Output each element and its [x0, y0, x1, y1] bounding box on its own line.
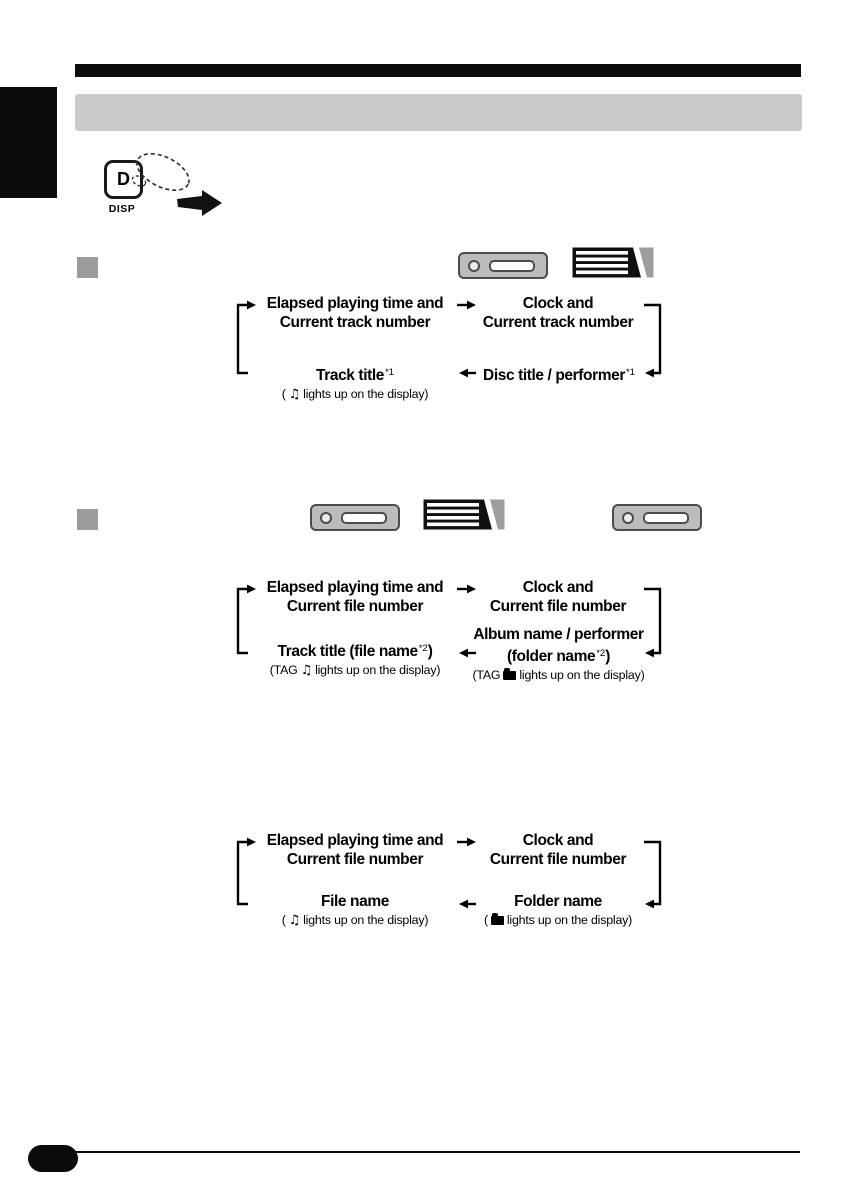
display-cycle-file: Elapsed playing time and Current file nu…	[228, 830, 678, 940]
mode-disc-title: Disc title / performer*1	[471, 363, 647, 385]
text-line: Current track number	[279, 314, 431, 331]
disc-slot-icon	[341, 511, 387, 524]
text-line: lights up on the display)	[506, 913, 633, 927]
mode-note: (TAG lights up on the display)	[250, 662, 460, 679]
disp-key-letter: D	[117, 169, 130, 189]
mode-note: ( lights up on the display)	[473, 912, 643, 929]
text-line: Current track number	[482, 314, 634, 331]
text-line: (	[281, 387, 286, 401]
knob-icon	[468, 259, 480, 272]
text-line: lights up on the display)	[303, 913, 429, 927]
mode-title: Track title*1	[250, 363, 460, 385]
mode-note: (TAG lights up on the display)	[461, 667, 656, 684]
disp-key: D	[104, 160, 143, 199]
text-line: lights up on the display)	[315, 663, 441, 677]
mode-clock: Clock and Current track number	[473, 294, 643, 332]
text-line: Current file number	[489, 851, 627, 868]
text-line: Elapsed playing time and	[266, 832, 444, 849]
disp-key-label: DISP	[108, 203, 136, 215]
mode-title: File name	[250, 892, 460, 911]
mode-title: Folder name	[473, 892, 643, 911]
text-line: (	[483, 913, 488, 927]
folder-icon	[490, 913, 504, 925]
footnote-ref: *2	[418, 643, 428, 654]
mode-note: ( lights up on the display)	[250, 386, 460, 403]
music-note-icon	[301, 662, 312, 679]
folder-icon	[503, 668, 517, 680]
cd-receiver-icon	[458, 252, 548, 279]
finger-press-icon	[131, 152, 190, 192]
cycle-arrows-icon	[236, 584, 662, 658]
text-line: Current file number	[286, 598, 424, 615]
disc-slot-icon	[643, 511, 689, 524]
text-line: Clock and	[522, 295, 594, 312]
footnote-ref: *1	[625, 367, 635, 378]
knob-icon	[320, 511, 332, 524]
mode-elapsed-time: Elapsed playing time and Current file nu…	[250, 578, 460, 616]
text-line: Disc title / performer	[483, 367, 625, 384]
text-line: Clock and	[522, 579, 594, 596]
text-line: (TAG	[269, 663, 298, 677]
display-panel-icon	[572, 247, 654, 278]
mode-track-title-tag: Track title (file name*2) (TAG lights up …	[250, 639, 460, 679]
section-marker	[77, 509, 98, 530]
footer-rule	[52, 1151, 800, 1153]
mode-title-line2: (folder name*2)	[461, 644, 656, 666]
chapter-side-tab	[0, 87, 57, 198]
display-cycle-disc: Elapsed playing time and Current track n…	[228, 293, 678, 415]
top-rule	[75, 64, 801, 77]
display-cycle-mp3: Elapsed playing time and Current file nu…	[228, 577, 678, 695]
mode-track-title: Track title*1 ( lights up on the display)	[250, 363, 460, 403]
mode-elapsed-time: Elapsed playing time and Current file nu…	[250, 831, 460, 869]
text-line: (	[281, 913, 286, 927]
text-line: Elapsed playing time and	[266, 295, 444, 312]
text-line: Current file number	[286, 851, 424, 868]
text-line: Album name / performer	[473, 626, 644, 643]
mode-album-name-tag: Album name / performer (folder name*2) (…	[461, 625, 656, 684]
mode-clock: Clock and Current file number	[473, 831, 643, 869]
mode-title: Album name / performer	[461, 625, 656, 644]
cycle-arrows-icon	[236, 300, 662, 378]
text-line: (TAG	[472, 668, 501, 682]
text-line: (folder name	[507, 648, 596, 665]
mode-elapsed-time: Elapsed playing time and Current track n…	[250, 294, 460, 332]
mode-file-name: File name ( lights up on the display)	[250, 892, 460, 929]
text-line: File name	[321, 893, 389, 910]
text-line: )	[427, 643, 433, 660]
mode-title: Disc title / performer*1	[471, 363, 647, 385]
cycle-arrows-icon	[236, 837, 662, 909]
text-line: Elapsed playing time and	[266, 579, 444, 596]
mode-folder-name: Folder name ( lights up on the display)	[473, 892, 643, 929]
press-arrow-icon	[177, 190, 222, 216]
footnote-ref: *2	[596, 648, 606, 659]
cd-receiver-icon	[310, 504, 400, 531]
text-line: lights up on the display)	[303, 387, 429, 401]
display-panel-icon	[423, 499, 505, 530]
text-line: Current file number	[489, 598, 627, 615]
section-header-bar	[75, 94, 802, 131]
disc-slot-icon	[489, 259, 535, 272]
text-line: Track title	[316, 367, 384, 384]
page-number-pill	[28, 1145, 78, 1172]
text-line: )	[605, 648, 610, 665]
cd-receiver-icon	[612, 504, 702, 531]
music-note-icon	[289, 912, 300, 929]
text-line: Folder name	[514, 893, 602, 910]
footnote-ref: *1	[384, 367, 394, 378]
mode-note: ( lights up on the display)	[250, 912, 460, 929]
section-marker	[77, 257, 98, 278]
music-note-icon	[289, 386, 300, 403]
knob-icon	[622, 511, 634, 524]
text-line: lights up on the display)	[519, 668, 645, 682]
text-line: Track title (file name	[277, 643, 419, 660]
mode-title: Track title (file name*2)	[250, 639, 460, 661]
mode-clock: Clock and Current file number	[473, 578, 643, 616]
text-line: Clock and	[522, 832, 594, 849]
